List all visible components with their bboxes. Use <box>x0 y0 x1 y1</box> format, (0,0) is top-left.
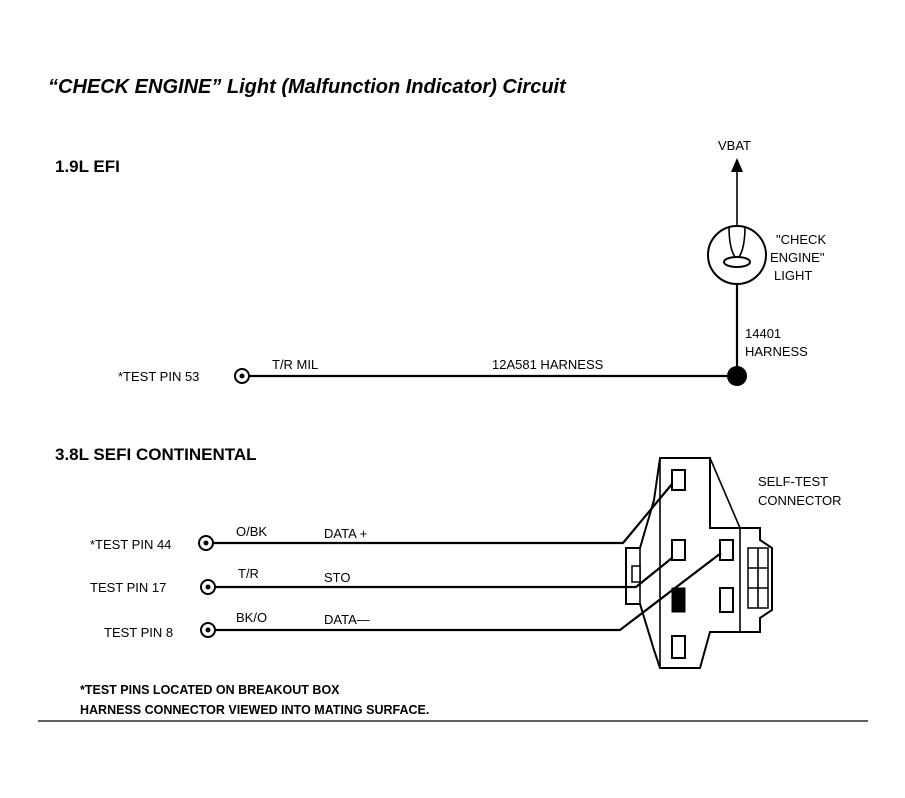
cavity-4 <box>719 587 734 613</box>
pin-17-signal: STO <box>324 570 351 585</box>
harness-14401-line2: HARNESS <box>745 344 808 359</box>
test-pin-53-terminal-icon <box>234 368 250 384</box>
connector-label-line1: SELF-TEST <box>758 474 828 489</box>
vbat-label: VBAT <box>718 138 751 153</box>
pin-17-wire-color: T/R <box>238 566 259 581</box>
pin-8-signal: DATA— <box>324 612 370 627</box>
light-label-line1: "CHECK <box>776 232 826 247</box>
test-pin-44-label: *TEST PIN 44 <box>90 537 171 552</box>
cavity-1 <box>671 469 686 491</box>
pin-44-wire-color: O/BK <box>236 524 267 539</box>
harness-14401-line1: 14401 <box>745 326 781 341</box>
test-pin-17-label: TEST PIN 17 <box>90 580 166 595</box>
junction-dot <box>727 366 747 386</box>
pin-17-wire <box>215 557 673 589</box>
cavity-3 <box>719 539 734 561</box>
light-label-line2: ENGINE" <box>770 250 825 265</box>
vbat-arrow-head <box>731 158 743 172</box>
footnote-line1: *TEST PINS LOCATED ON BREAKOUT BOX <box>80 683 340 697</box>
pin-8-wire-color: BK/O <box>236 610 267 625</box>
harness-12a581-label: 12A581 HARNESS <box>492 357 604 372</box>
test-pin-53-label: *TEST PIN 53 <box>118 369 199 384</box>
cavity-key <box>671 587 686 613</box>
diagram-title: “CHECK ENGINE” Light (Malfunction Indica… <box>48 76 567 98</box>
light-label-line3: LIGHT <box>774 268 812 283</box>
test-pin-17-terminal-icon <box>200 579 216 595</box>
cavity-2 <box>671 539 686 561</box>
section-2-heading: 3.8L SEFI CONTINENTAL <box>55 445 257 464</box>
pin-44-signal: DATA + <box>324 526 367 541</box>
pin-44-wire <box>213 483 673 545</box>
pin-8-wire <box>215 552 722 632</box>
test-pin-8-label: TEST PIN 8 <box>104 625 173 640</box>
test-pin-44-terminal-icon <box>198 535 214 551</box>
cavity-5 <box>671 635 686 659</box>
footnote-line2: HARNESS CONNECTOR VIEWED INTO MATING SUR… <box>80 703 429 717</box>
connector-label-line2: CONNECTOR <box>758 493 842 508</box>
check-engine-lamp-icon <box>707 225 767 285</box>
section-1-heading: 1.9L EFI <box>55 157 120 176</box>
mil-wire-color: T/R MIL <box>272 357 318 372</box>
self-test-connector <box>625 457 773 669</box>
test-pin-8-terminal-icon <box>200 622 216 638</box>
